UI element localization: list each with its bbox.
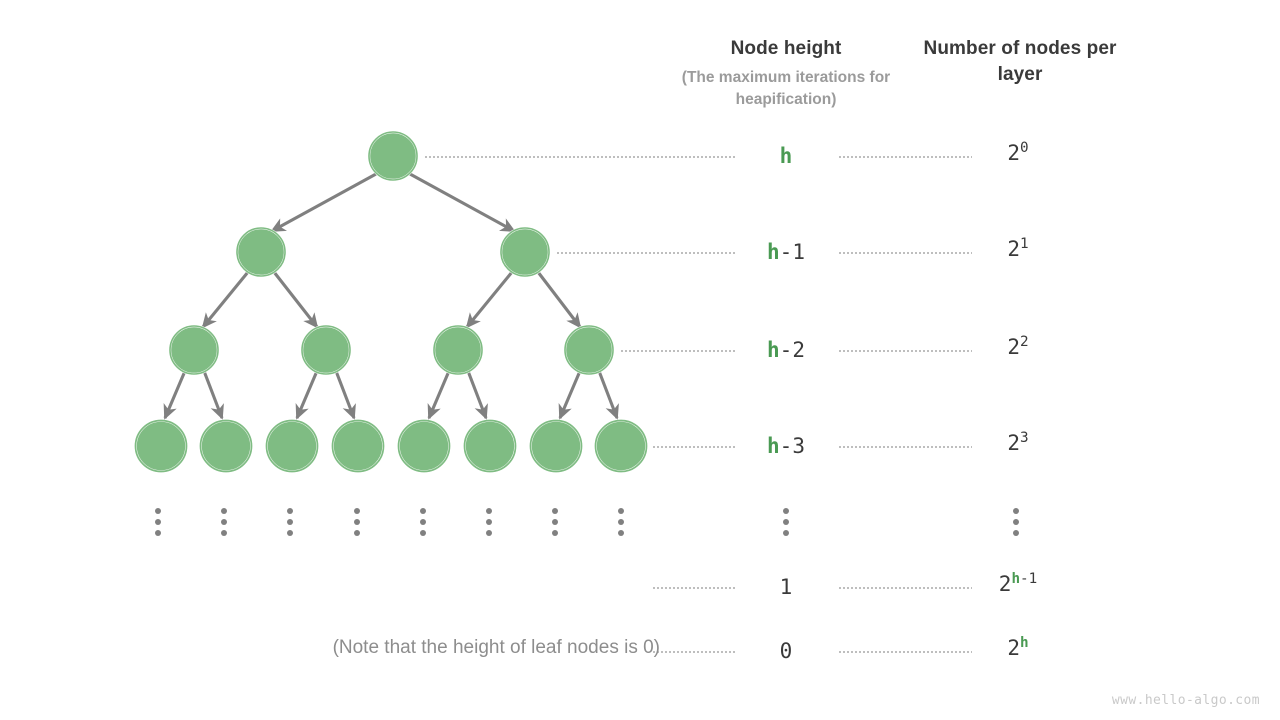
leader-line-height-row-1: [556, 252, 736, 254]
height-offset-row-3: -3: [779, 434, 805, 458]
tree-node[interactable]: [499, 226, 551, 278]
tree-node[interactable]: [594, 419, 648, 473]
ellipsis-leaf-4: [354, 508, 360, 536]
tree-level-1-nodes: [367, 130, 419, 182]
count-label-row-4: 2h-1: [928, 572, 1108, 596]
leader-line-height-row-3: [652, 446, 736, 448]
count-exponent-row-2: 2: [1020, 334, 1029, 350]
count-base-row-5: 2: [1007, 636, 1021, 660]
leader-line-height-row-2: [620, 350, 736, 352]
tree-edges-level-1-to-2: [270, 172, 516, 233]
tree-node[interactable]: [529, 419, 583, 473]
count-base-row-0: 2: [1007, 141, 1021, 165]
count-base-row-4: 2: [998, 572, 1012, 596]
height-symbol-h: h: [767, 338, 780, 362]
count-label-row-2: 22: [928, 335, 1108, 359]
count-exponent-row-0: 0: [1020, 140, 1029, 156]
tree-node[interactable]: [331, 419, 385, 473]
height-offset-row-2: -2: [779, 338, 805, 362]
height-label-row-0: h: [696, 144, 876, 168]
tree-node[interactable]: [563, 324, 615, 376]
height-symbol-h: h: [767, 434, 780, 458]
tree-node[interactable]: [367, 130, 419, 182]
count-base-row-2: 2: [1007, 335, 1021, 359]
height-label-row-2: h-2: [696, 338, 876, 362]
ellipsis-leaf-3: [287, 508, 293, 536]
height-label-row-5: 0: [696, 639, 876, 663]
count-exponent-row-3: 3: [1020, 430, 1029, 446]
height-symbol-h: h: [767, 240, 780, 264]
count-label-row-0: 20: [928, 141, 1108, 165]
ellipsis-leaf-6: [486, 508, 492, 536]
tree-node[interactable]: [265, 419, 319, 473]
tree-node[interactable]: [134, 419, 188, 473]
height-value-row-5: 0: [779, 639, 793, 663]
leader-line-count-row-1: [838, 252, 972, 254]
count-exponent-symbol-row-4: h: [1011, 571, 1021, 587]
height-label-row-1: h-1: [696, 240, 876, 264]
count-label-row-3: 23: [928, 431, 1108, 455]
ellipsis-leaf-2: [221, 508, 227, 536]
leader-line-height-row-4: [652, 587, 736, 589]
height-label-row-3: h-3: [696, 434, 876, 458]
count-base-row-1: 2: [1007, 237, 1021, 261]
count-exponent-offset-row-4: -1: [1020, 571, 1038, 587]
height-offset-row-1: -1: [779, 240, 805, 264]
watermark-url: www.hello-algo.com: [1111, 693, 1260, 708]
ellipsis-height-column: [783, 508, 789, 536]
count-exponent-symbol-row-5: h: [1020, 635, 1029, 651]
column-header-nodes-per-layer: Number of nodes per layer: [900, 36, 1140, 88]
leader-line-count-row-2: [838, 350, 972, 352]
leaf-height-note: (Note that the height of leaf nodes is 0…: [332, 637, 660, 658]
leader-line-height-row-0: [424, 156, 736, 158]
tree-node[interactable]: [300, 324, 352, 376]
ellipsis-leaf-7: [552, 508, 558, 536]
ellipsis-count-column: [1013, 508, 1019, 536]
tree-level-3-nodes: [168, 324, 615, 376]
column-header-node-height-title: Node height: [730, 38, 842, 59]
tree-node[interactable]: [463, 419, 517, 473]
height-value-row-4: 1: [779, 575, 793, 599]
leader-line-count-row-0: [838, 156, 972, 158]
count-exponent-row-1: 1: [1020, 236, 1029, 252]
count-label-row-5: 2h: [928, 636, 1108, 660]
column-header-node-height-subtitle: (The maximum iterations for heapificatio…: [681, 69, 891, 108]
count-label-row-1: 21: [928, 237, 1108, 261]
leader-line-count-row-3: [838, 446, 972, 448]
tree-node[interactable]: [199, 419, 253, 473]
ellipsis-leaf-5: [420, 508, 426, 536]
height-label-row-4: 1: [696, 575, 876, 599]
column-header-nodes-per-layer-title: Number of nodes per layer: [923, 38, 1117, 85]
tree-node[interactable]: [168, 324, 220, 376]
tree-level-4-nodes: [134, 419, 648, 473]
tree-edges-level-2-to-3: [201, 271, 582, 329]
tree-node[interactable]: [235, 226, 287, 278]
count-base-row-3: 2: [1007, 431, 1021, 455]
height-symbol-h: h: [779, 144, 793, 168]
ellipsis-leaf-8: [618, 508, 624, 536]
leader-line-height-row-5: [652, 651, 736, 653]
ellipsis-leaf-1: [155, 508, 161, 536]
tree-level-2-nodes: [235, 226, 551, 278]
leader-line-count-row-5: [838, 651, 972, 653]
column-header-node-height: Node height (The maximum iterations for …: [650, 36, 922, 111]
leader-line-count-row-4: [838, 587, 972, 589]
tree-edges-level-3-to-4: [163, 370, 619, 420]
tree-node[interactable]: [397, 419, 451, 473]
tree-node[interactable]: [432, 324, 484, 376]
